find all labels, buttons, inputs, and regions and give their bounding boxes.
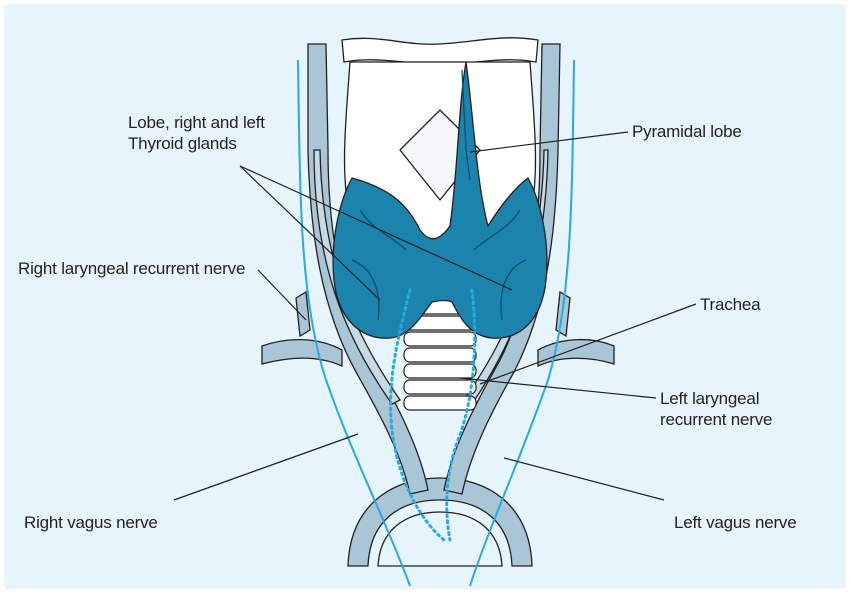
left-laryngeal-label-line1: Left laryngeal [660, 388, 772, 409]
aortic-arch [348, 478, 532, 566]
right-vagus-nerve-label: Right vagus nerve [24, 512, 158, 533]
left-vagus-nerve-label: Left vagus nerve [674, 512, 797, 533]
lobe-thyroid-label: Lobe, right and left Thyroid glands [128, 112, 292, 154]
left-laryngeal-recurrent-nerve-label: Left laryngeal recurrent nerve [660, 388, 772, 430]
lobe-label-line1: Lobe, right and left [128, 112, 292, 133]
trachea-label: Trachea [700, 294, 760, 315]
pyramidal-lobe-label: Pyramidal lobe [632, 121, 742, 142]
left-laryngeal-label-line2: recurrent nerve [660, 409, 772, 430]
lobe-label-line2: Thyroid glands [128, 133, 292, 154]
right-laryngeal-recurrent-nerve-label: Right laryngeal recurrent nerve [18, 258, 245, 279]
